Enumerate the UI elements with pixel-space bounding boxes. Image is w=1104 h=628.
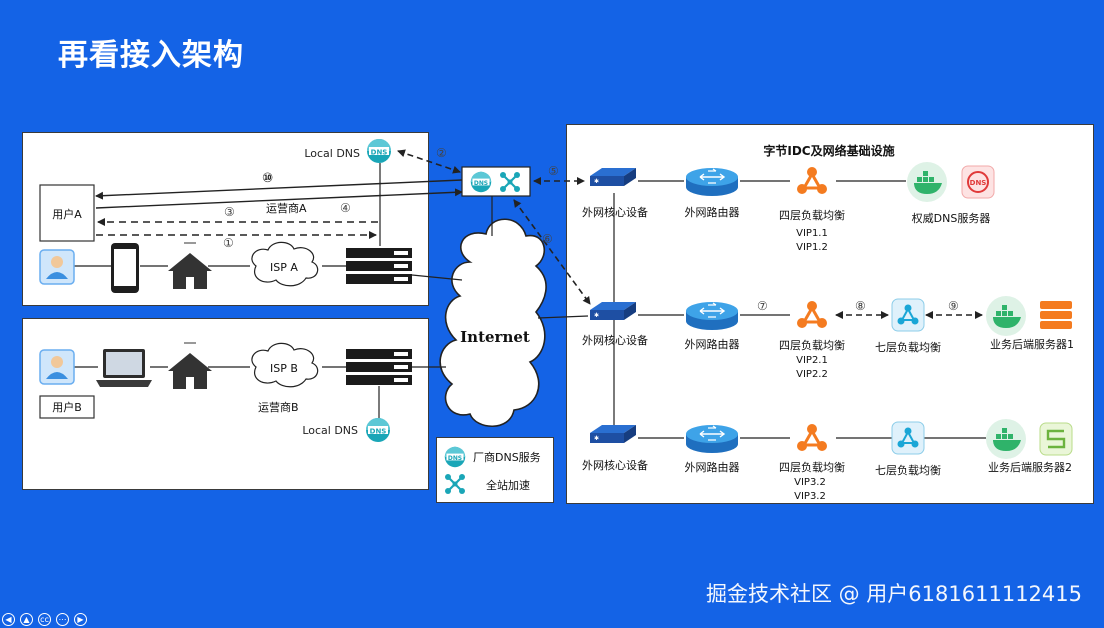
row-1: 外网核心设备 外网路由器 四层负载均衡 VIP1.1 VIP1.2 DNS 权威… <box>582 162 995 253</box>
user-a-box <box>39 184 95 242</box>
row-3-vip-1: VIP3.2 <box>794 477 826 488</box>
watermark: 掘金技术社区 @ 用户6181611112415 <box>705 582 1082 606</box>
step-4: ④ <box>340 201 351 215</box>
row-1-l4-label: 四层负载均衡 <box>779 208 845 222</box>
internet-label: Internet <box>460 328 530 346</box>
user-b-box <box>39 395 95 419</box>
laptop-icon <box>96 349 152 387</box>
step-2: ② <box>436 146 447 160</box>
row-2-router-icon <box>685 301 739 331</box>
legend-dns-icon: DNS <box>444 446 466 468</box>
svg-text:DNS: DNS <box>448 455 462 462</box>
legend-cdn-icon <box>443 472 467 496</box>
step-1: ① <box>223 236 234 250</box>
row-1-docker-icon <box>907 162 947 202</box>
operator-a-label: 运营商A <box>266 201 307 215</box>
home-b-icon <box>167 342 213 390</box>
row-2-docker-icon <box>986 296 1026 336</box>
step-5: ⑤ <box>548 164 559 178</box>
server-a-icon <box>346 248 412 284</box>
arrow-4 <box>95 188 463 209</box>
row-1-router-icon <box>685 167 739 197</box>
row-3-router-icon <box>685 424 739 454</box>
svg-text:DNS: DNS <box>371 149 388 157</box>
row-1-vip-1: VIP1.1 <box>796 228 828 239</box>
svg-text:DNS: DNS <box>970 179 987 187</box>
local-dns-b-label: Local DNS <box>302 424 358 437</box>
row-1-core-icon <box>590 168 636 186</box>
user-a-label: 用户A <box>52 207 82 221</box>
row-2-core-icon <box>590 302 636 320</box>
isp-a-label: ISP A <box>270 261 298 274</box>
row-2-core-label: 外网核心设备 <box>582 333 648 347</box>
arrow-6 <box>513 199 591 305</box>
slide-title: 再看接入架构 <box>58 38 244 73</box>
row-3-l7-icon <box>891 421 925 455</box>
row-2-l4-label: 四层负载均衡 <box>779 338 845 352</box>
row-2-vip-1: VIP2.1 <box>796 355 828 366</box>
user-b-avatar <box>39 349 75 385</box>
row-2-server-icon <box>1040 301 1072 329</box>
vendor-dns-icon: DNS <box>470 171 492 193</box>
internet-cloud <box>439 218 547 427</box>
prev-icon[interactable]: ◀ <box>2 613 15 626</box>
arrow-2 <box>397 149 461 174</box>
legend-cdn-label: 全站加速 <box>486 478 530 492</box>
step-9: ⑨ <box>948 299 959 313</box>
row-3-docker-icon <box>986 419 1026 459</box>
phone-icon <box>111 243 139 293</box>
row-1-l4-icon <box>795 165 829 196</box>
server-b-icon <box>346 349 412 385</box>
row-3-service-icon <box>1039 422 1073 456</box>
step-6: ⑥ <box>542 232 553 246</box>
pointer-icon[interactable]: ▲ <box>20 613 33 626</box>
row-3-l4-icon <box>795 422 829 453</box>
isp-a-cloud <box>251 241 319 287</box>
row-3-core-icon <box>590 425 636 443</box>
row-3-l4-label: 四层负载均衡 <box>779 460 845 474</box>
step-10: ⑩ <box>262 171 273 186</box>
caption-icon[interactable]: cc <box>38 613 51 626</box>
isp-b-label: ISP B <box>270 362 298 375</box>
row-2-l4-icon <box>795 299 829 330</box>
row-1-router-label: 外网路由器 <box>685 205 740 219</box>
row-3-vip-2: VIP3.2 <box>794 491 826 502</box>
legend-dns-label: 厂商DNS服务 <box>473 450 541 464</box>
row-2: ⑦ ⑧ ⑨ 外网核心设备 外网路由器 四层负载均衡 VIP2.1 VIP2.2 … <box>582 296 1074 380</box>
isp-b-cloud <box>251 342 319 388</box>
operator-b-label: 运营商B <box>258 400 299 414</box>
more-icon[interactable]: ⋯ <box>56 613 69 626</box>
user-b-label: 用户B <box>52 400 82 414</box>
row-3-l7-label: 七层负载均衡 <box>875 463 941 477</box>
svg-text:DNS: DNS <box>474 180 488 187</box>
idc-title: 字节IDC及网络基础设施 <box>763 143 894 158</box>
local-dns-a-label: Local DNS <box>304 147 360 160</box>
user-a-avatar <box>39 249 75 285</box>
row-1-end-label: 权威DNS服务器 <box>912 212 991 225</box>
step-3: ③ <box>224 205 235 219</box>
arrow-10 <box>95 179 463 200</box>
row-2-router-label: 外网路由器 <box>685 337 740 351</box>
row-3: 外网核心设备 外网路由器 四层负载均衡 VIP3.2 VIP3.2 七层负载均衡… <box>582 419 1073 502</box>
step-8: ⑧ <box>855 299 866 313</box>
row-2-vip-2: VIP2.2 <box>796 369 828 380</box>
row-3-router-label: 外网路由器 <box>685 460 740 474</box>
row-1-vip-2: VIP1.2 <box>796 242 828 253</box>
row-3-core-label: 外网核心设备 <box>582 458 648 472</box>
row-2-l7-label: 七层负载均衡 <box>875 340 941 354</box>
next-icon[interactable]: ▶ <box>74 613 87 626</box>
local-dns-a-icon: DNS <box>367 139 391 163</box>
step-7: ⑦ <box>757 299 768 313</box>
row-3-end-label: 业务后端服务器2 <box>988 461 1072 474</box>
home-a-icon <box>167 242 213 290</box>
svg-text:DNS: DNS <box>370 428 387 436</box>
row-2-l7-icon <box>891 298 925 332</box>
player-controls: ◀ ▲ cc ⋯ ▶ <box>2 613 87 626</box>
row-1-authoritative-dns-icon: DNS <box>961 165 995 199</box>
row-1-core-label: 外网核心设备 <box>582 205 648 219</box>
local-dns-b-icon: DNS <box>366 418 390 442</box>
row-2-end-label: 业务后端服务器1 <box>990 338 1074 351</box>
